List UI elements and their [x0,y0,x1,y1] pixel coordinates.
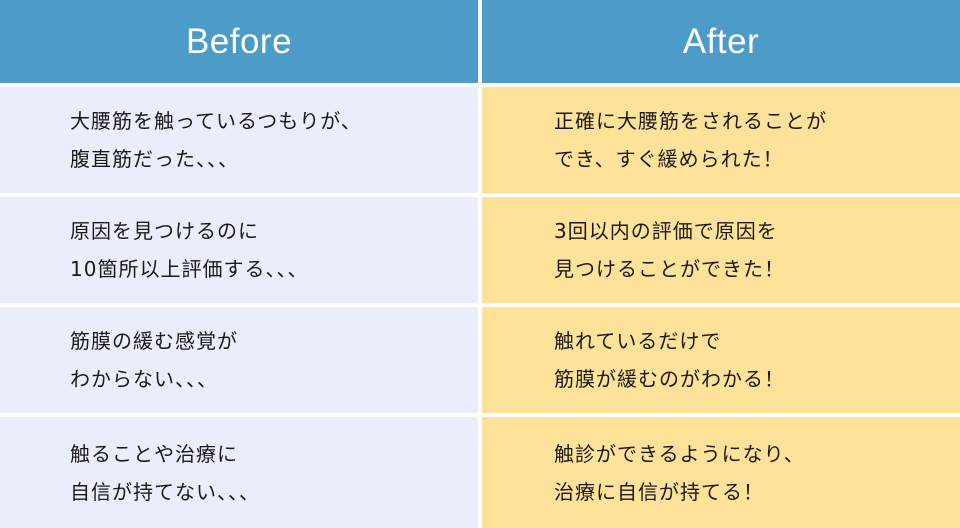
header-before: Before [0,0,478,83]
after-cell-1-line-1: 正確に大腰筋をされることが [554,109,827,133]
after-cell-2: 3回以内の評価で原因を 見つけることができた！ [482,197,960,303]
before-cell-2-line-2: 10箇所以上評価する、、、 [70,257,309,281]
before-cell-4-line-1: 触ることや治療に [70,441,238,466]
before-cell-2-line-1: 原因を見つけるのに [70,219,259,243]
before-cell-1-line-2: 腹直筋だった、、、 [70,147,239,171]
after-cell-2-line-1: 3回以内の評価で原因を [554,219,778,243]
after-cell-4-line-1: 触診ができるようになり、 [554,441,805,466]
before-cell-1-line-1: 大腰筋を触っているつもりが、 [70,109,362,133]
before-cell-4-line-2: 自信が持てない、、、 [70,479,260,504]
after-cell-4-line-2: 治療に自信が持てる！ [554,479,764,504]
header-after: After [482,0,960,83]
before-cell-3-line-1: 筋膜の緩む感覚が [70,329,238,353]
after-cell-3-line-2: 筋膜が緩むのがわかる！ [554,367,785,391]
before-cell-3: 筋膜の緩む感覚が わからない、、、 [0,307,478,413]
after-cell-4: 触診ができるようになり、 治療に自信が持てる！ [482,417,960,528]
before-cell-1: 大腰筋を触っているつもりが、 腹直筋だった、、、 [0,87,478,193]
after-cell-1-line-2: でき、すぐ緩められた！ [554,147,784,171]
before-cell-2: 原因を見つけるのに 10箇所以上評価する、、、 [0,197,478,303]
header-before-label: Before [185,21,293,61]
after-cell-2-line-2: 見つけることができた！ [554,257,785,281]
header-after-label: After [682,21,760,61]
before-cell-4: 触ることや治療に 自信が持てない、、、 [0,417,478,528]
after-cell-1: 正確に大腰筋をされることが でき、すぐ緩められた！ [482,87,960,193]
before-cell-3-line-2: わからない、、、 [70,367,218,391]
after-cell-3: 触れているだけで 筋膜が緩むのがわかる！ [482,307,960,413]
after-cell-3-line-1: 触れているだけで [554,329,722,353]
